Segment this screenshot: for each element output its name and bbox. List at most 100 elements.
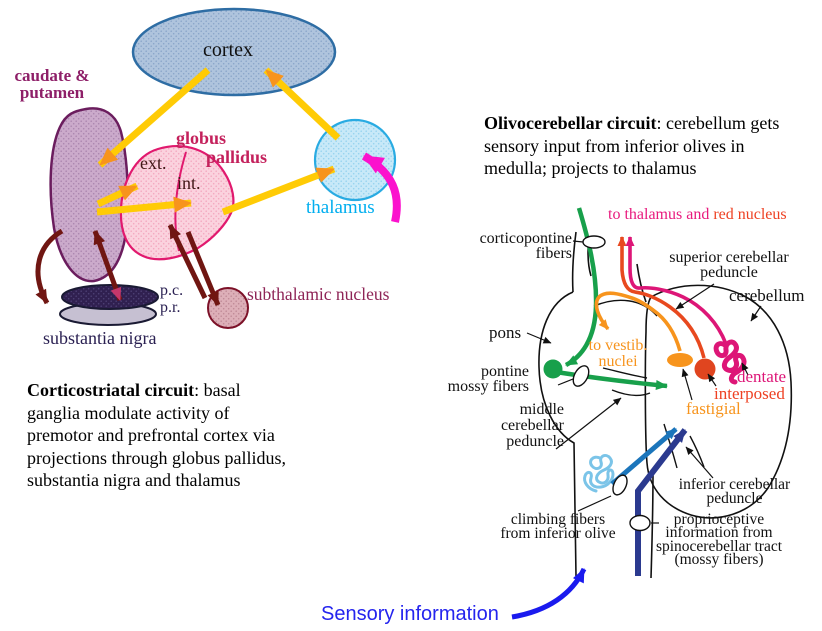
proprio-label-line4: (mossy fibers) (674, 551, 764, 569)
corticopontine-label-line2: fibers (535, 245, 572, 262)
corticopontine-fibers-label: corticopontine fibers (450, 230, 572, 262)
proprio-label-line2: information from (665, 524, 773, 542)
mossy-fiber-cross-section (572, 365, 590, 387)
globus-pallidus-label-line2: pallidus (206, 147, 268, 167)
climbing-label-line1: climbing fibers (510, 511, 606, 528)
climbing-fibers-label: climbing fibers from inferior olive (490, 511, 626, 542)
gp-int-label: int. (177, 173, 201, 193)
corticostriatal-caption-line2: ganglia modulate activity of (27, 402, 230, 423)
leader-inferior-peduncle (685, 446, 714, 479)
pontine-mossy-fibers-label: pontine mossy fibers (442, 364, 529, 395)
sn-pc-label: p.c. (160, 282, 184, 299)
olivocerebellar-caption-line2: sensory input from inferior olives in (484, 135, 745, 156)
olivocerebellar-caption: Olivocerebellar circuit: cerebellum gets… (484, 112, 806, 180)
proprioceptive-label: proprioceptive information from spinocer… (650, 511, 788, 569)
caudate-label-line1: caudate & (14, 66, 90, 85)
fastigial-nucleus-shape (667, 353, 693, 367)
leader-climbing-fibers (577, 495, 612, 512)
arrow-cortex-to-caudate (97, 67, 211, 168)
corticostriatal-caption-line3: premotor and prefrontal cortex via (27, 425, 275, 445)
pons-medulla-outline (538, 291, 577, 577)
gp-ext-label: ext. (140, 153, 167, 173)
corticopontine-cross-section (582, 235, 606, 249)
scp-label-line1: superior cerebellar (669, 249, 789, 266)
cerebellum-fissure-2 (602, 367, 648, 379)
substantia-nigra-label: substantia nigra (43, 328, 157, 348)
mcp-label-line1: middle (519, 401, 564, 418)
spinocerebellar-arrow-navy (635, 428, 688, 576)
pons-label: pons (489, 323, 522, 342)
brainstem-outline-left (571, 231, 577, 293)
sensory-information-arrow (511, 567, 587, 620)
interposed-nucleus-shape (694, 358, 716, 380)
thalamus-shape (313, 118, 397, 202)
cerebellum-fissure-3 (611, 389, 651, 397)
pontine-nucleus-green (543, 359, 563, 379)
red-nucleus-label-part: red nucleus (709, 206, 787, 223)
olivocerebellar-caption-line1: : cerebellum gets (656, 113, 780, 133)
leader-pons (526, 332, 552, 344)
fastigial-label: fastigial (686, 399, 741, 418)
dentate-label: dentate (737, 367, 787, 386)
pontine-mossy-fiber-green (555, 369, 668, 390)
interposed-to-thalamus-vermilion (617, 236, 706, 359)
vestib-label-line2: nuclei (598, 353, 638, 370)
arrow-caudate-to-gp-ext (96, 182, 139, 208)
leader-corticopontine (572, 240, 584, 243)
proprio-label-line1: proprioceptive (673, 511, 765, 528)
arrow-into-thalamus-magenta (361, 152, 401, 223)
mcp-label-line3: peduncle (506, 433, 564, 450)
dentate-to-thalamus-magenta (625, 236, 728, 345)
to-vestibular-nuclei-label: to vestib. nuclei (585, 338, 651, 370)
leader-cerebellum (750, 305, 762, 322)
corticostriatal-caption-line5: substantia nigra and thalamus (27, 470, 241, 490)
caudate-putamen-label: caudate & putamen (4, 67, 100, 101)
leader-dentate (741, 362, 749, 376)
proprioceptive-cross-section (629, 514, 651, 532)
inferior-olive-squiggle (583, 453, 615, 493)
arrow-stn-to-gp (167, 223, 208, 300)
climbing-fiber-cross-section (612, 474, 628, 496)
vestib-label-line1: to vestib. (588, 337, 648, 354)
to-thalamus-label-part: to thalamus and (608, 206, 710, 223)
mcp-label-line2: cerebellar (500, 417, 564, 434)
corticostriatal-caption-line1: : basal (194, 380, 241, 400)
corticopontine-label-line1: corticopontine (479, 230, 572, 247)
leader-pontine-mossy (557, 378, 574, 386)
cortex-shape (131, 7, 337, 97)
caudate-label-line2: putamen (19, 83, 85, 102)
arrow-caudate-to-gp-int (96, 196, 192, 216)
middle-cerebellar-peduncle-label: middle cerebellar peduncle (470, 402, 564, 450)
arrow-thalamus-to-cortex (263, 67, 341, 141)
superior-cerebellar-peduncle-label: superior cerebellar peduncle (663, 249, 795, 281)
interposed-label: interposed (714, 384, 785, 403)
icp-label-line1: inferior cerebellar (678, 476, 791, 493)
olivocerebellar-caption-line3: medulla; projects to thalamus (484, 158, 697, 178)
leader-fastigial (681, 368, 693, 401)
sensory-information-label: Sensory information (321, 603, 499, 625)
subthalamic-nucleus-label: subthalamic nucleus (247, 284, 390, 304)
corticostriatal-caption: Corticostriatal circuit: basal ganglia m… (27, 379, 319, 492)
cerebellum-fissure-5 (689, 435, 705, 468)
arrow-gp-to-stn (185, 231, 221, 306)
inferior-cerebellar-peduncle-label: inferior cerebellar peduncle (672, 476, 797, 505)
arrow-caudate-snc-bidirectional (92, 230, 123, 301)
arrow-caudate-to-snr (35, 228, 64, 305)
olivocerebellar-caption-bold: Olivocerebellar circuit (484, 113, 657, 133)
climbing-label-line2: from inferior olive (500, 525, 616, 542)
globus-pallidus-label-line1: globus (176, 128, 227, 148)
scp-label-line2: peduncle (700, 264, 758, 281)
leader-interposed (707, 373, 717, 387)
cerebellum-outline (644, 284, 793, 519)
leader-middle-peduncle (555, 397, 622, 450)
fastigial-to-vestibular-orange (594, 291, 682, 352)
thalamus-label: thalamus (306, 197, 375, 218)
pontine-mossy-label-line2: mossy fibers (447, 378, 529, 395)
corticostriatal-caption-line4: projections through globus pallidus, (27, 447, 286, 468)
substantia-nigra-pc-shape (61, 284, 159, 310)
proprio-label-line3: spinocerebellar tract (655, 537, 783, 555)
corticostriatal-caption-bold: Corticostriatal circuit (27, 380, 195, 400)
arrow-gp-to-thalamus (221, 165, 336, 216)
